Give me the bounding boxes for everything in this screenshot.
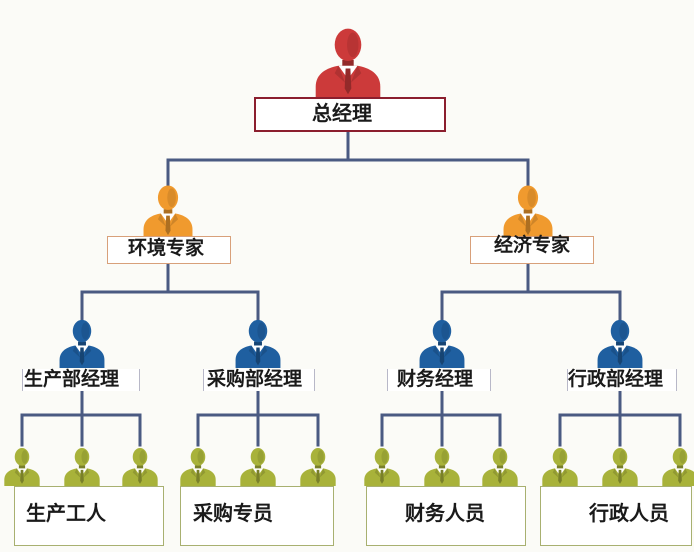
person-icon-blue (597, 319, 643, 368)
person-icon-green (122, 448, 158, 486)
person-icon-green (180, 448, 216, 486)
person-icon-blue (59, 319, 105, 368)
person-icon-green (424, 448, 460, 486)
manager-label-procurement: 采购部经理 (207, 368, 303, 390)
person-icon-green (542, 448, 578, 486)
manager-box-procurement (203, 369, 315, 391)
staff-label-finance: 财务人员 (405, 501, 485, 525)
person-icon-green (300, 448, 336, 486)
ceo-box (254, 97, 446, 132)
person-icon-green (4, 448, 40, 486)
expert-label-economy: 经济专家 (494, 234, 571, 256)
person-icon-orange (143, 185, 193, 238)
staff-box-finance (366, 486, 526, 546)
person-icon-orange (503, 185, 553, 238)
person-icon-red (315, 28, 381, 98)
expert-label-environment: 环境专家 (128, 237, 205, 259)
person-icon-green (602, 448, 638, 486)
manager-box-finance (387, 369, 491, 391)
manager-box-admin (567, 369, 677, 391)
person-icon-blue (235, 319, 281, 368)
person-icon-green (64, 448, 100, 486)
staff-label-procurement: 采购专员 (193, 501, 273, 525)
manager-label-admin: 行政部经理 (568, 368, 664, 390)
staff-box-procurement (180, 486, 334, 546)
person-icon-green (482, 448, 518, 486)
person-icon-green (662, 448, 694, 486)
manager-box-production (22, 369, 140, 391)
expert-box-economy (470, 236, 594, 264)
staff-label-production: 生产工人 (26, 501, 106, 525)
staff-box-production (14, 486, 164, 546)
person-icon-blue (419, 319, 465, 368)
person-icons (4, 28, 694, 486)
manager-label-finance: 财务经理 (397, 368, 474, 390)
person-icon-green (240, 448, 276, 486)
person-icon-green (364, 448, 400, 486)
staff-label-admin: 行政人员 (589, 501, 669, 525)
manager-label-production: 生产部经理 (24, 368, 120, 390)
ceo-label: 总经理 (312, 101, 372, 125)
expert-box-environment (107, 236, 231, 264)
staff-box-admin (540, 486, 692, 546)
connector-lines (20, 126, 682, 447)
